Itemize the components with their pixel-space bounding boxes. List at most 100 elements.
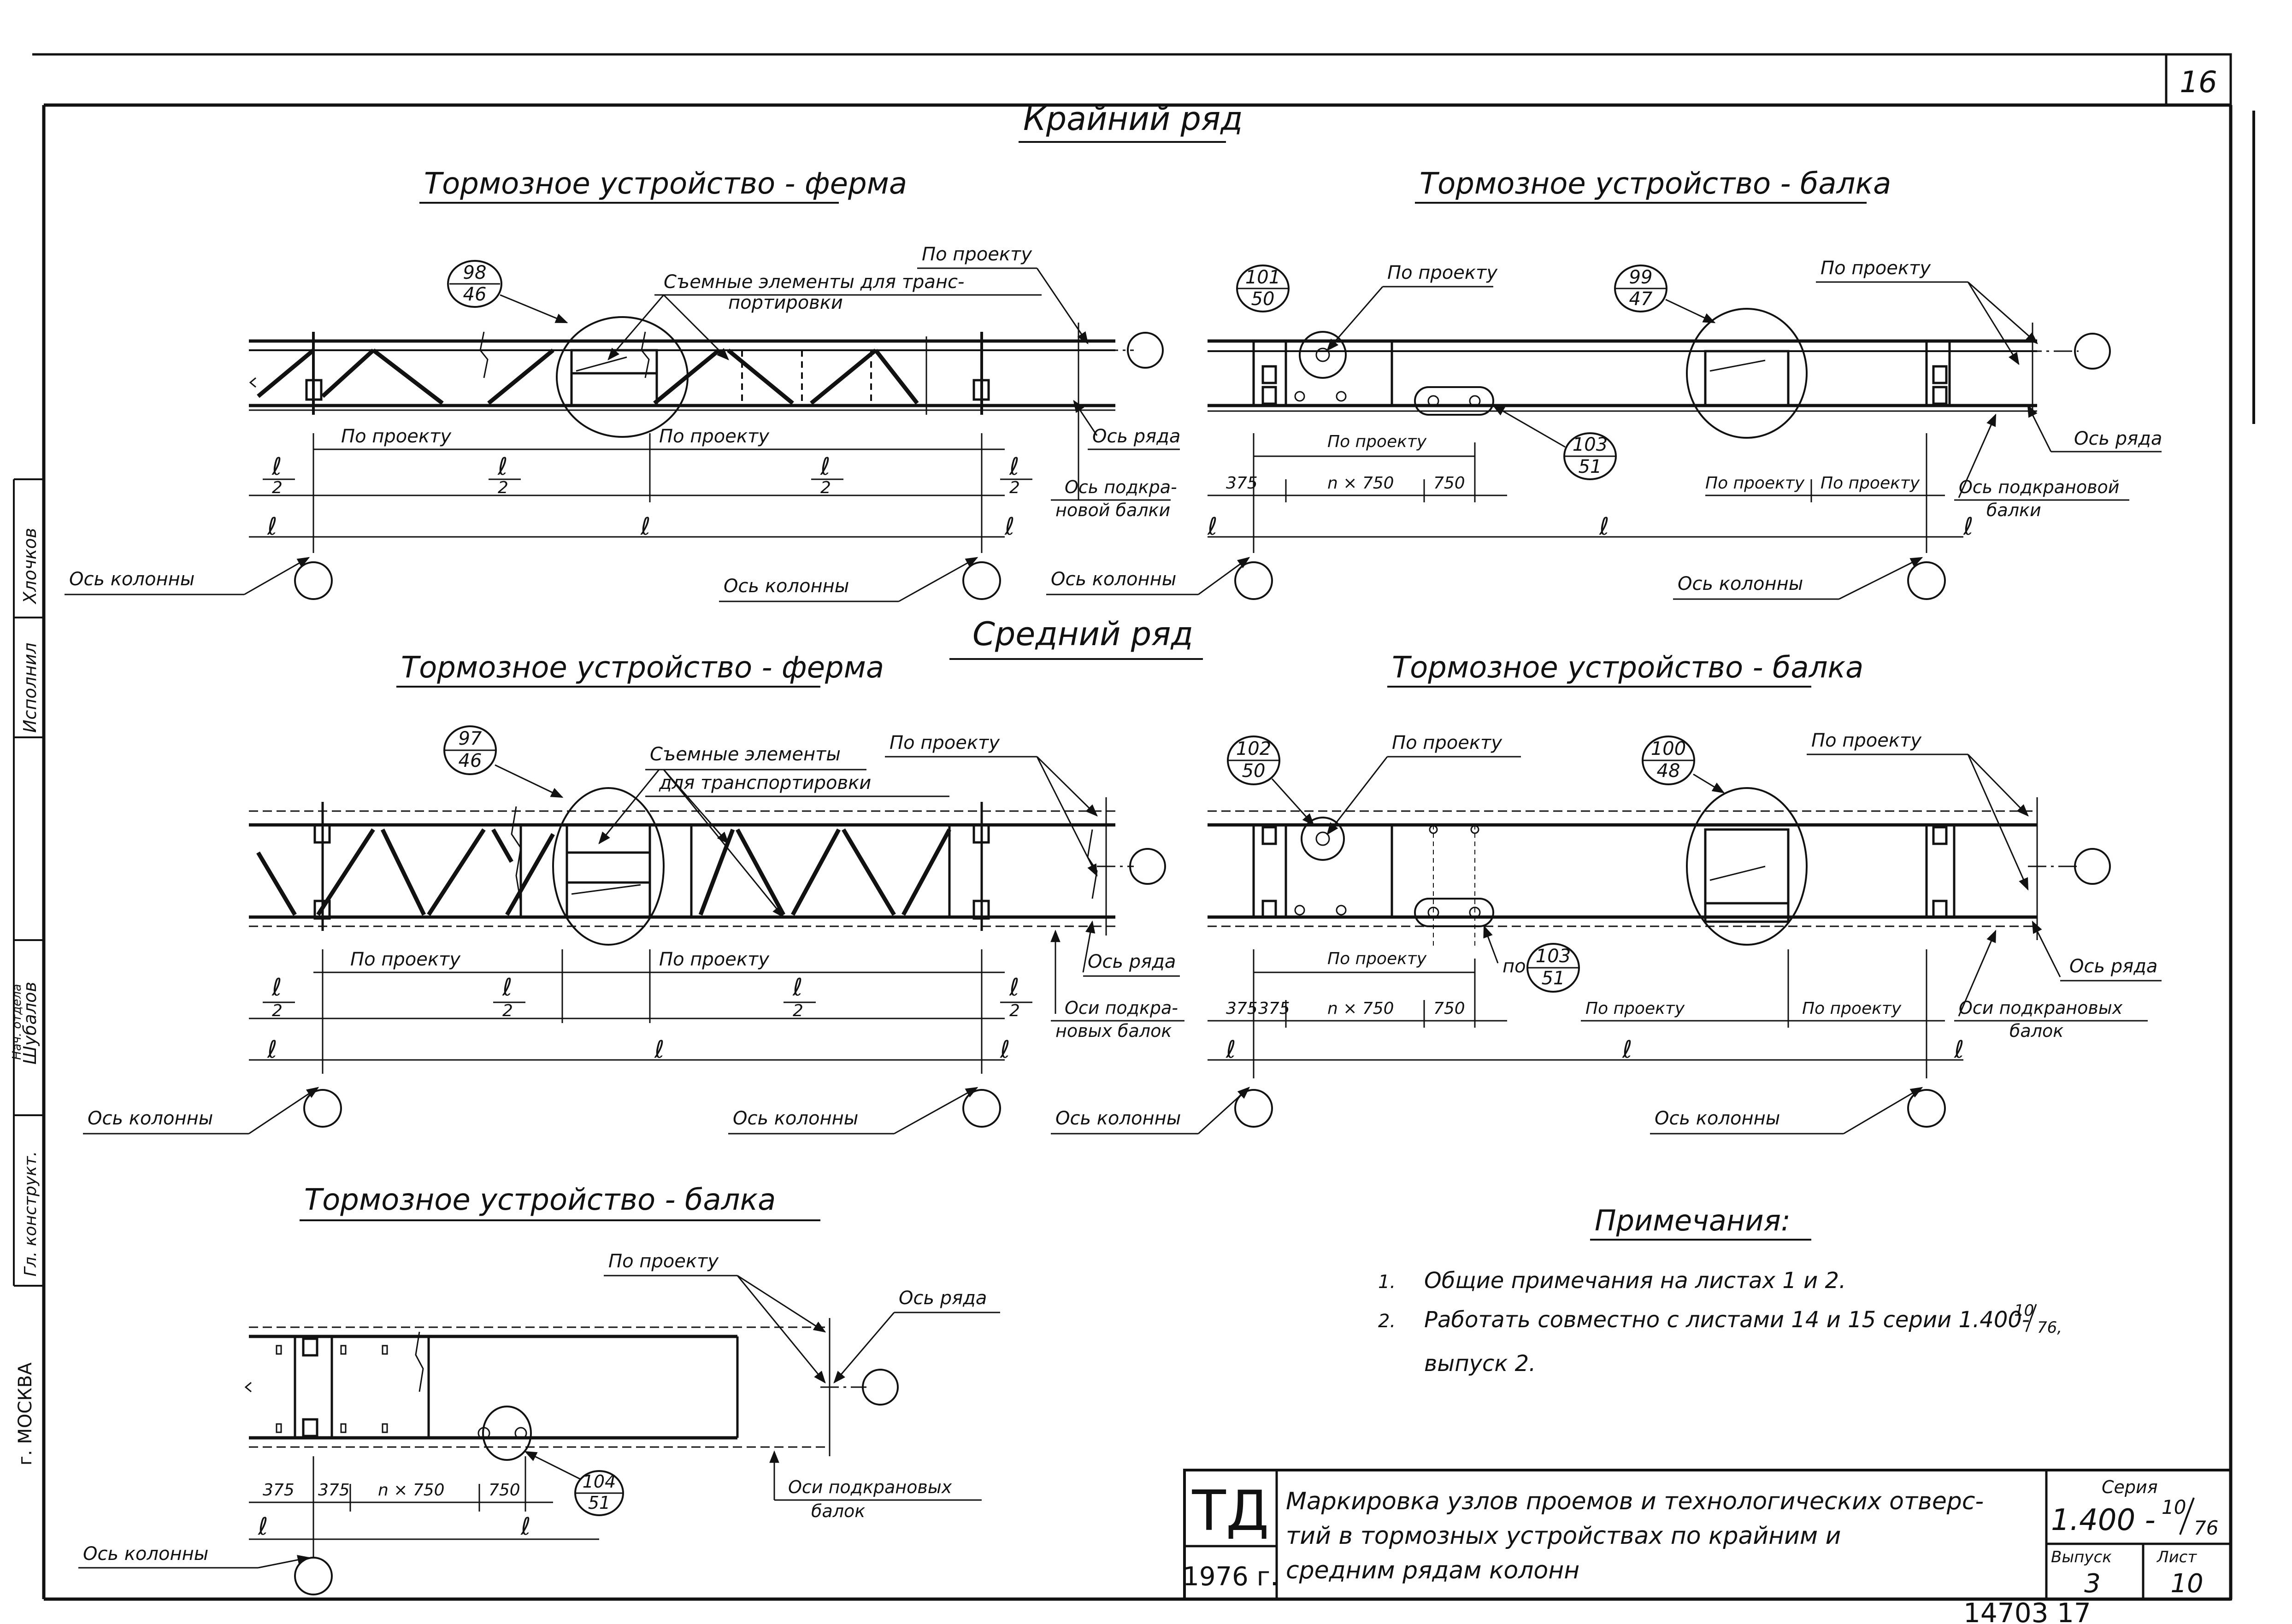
- l-3: ℓ: [1954, 1036, 1964, 1064]
- crane-axis-1: Оси подкра-: [1065, 998, 1178, 1018]
- crane-axis-2: балок: [2009, 1021, 2063, 1041]
- mark3-bottom: 51: [1542, 968, 1565, 989]
- crane-axis-1: Ось подкра-: [1065, 477, 1177, 497]
- series-main: 1.400 -: [2051, 1503, 2156, 1537]
- half-l-2: ℓ: [502, 974, 512, 1001]
- half-l-4: ℓ: [1009, 453, 1019, 481]
- half-two-2: 2: [502, 1001, 513, 1020]
- panel-title: Тормозное устройство - ферма: [401, 651, 884, 685]
- by-design-4: По проекту: [1705, 474, 1805, 493]
- sheet-value: 10: [2170, 1569, 2203, 1599]
- half-l-1: ℓ: [271, 453, 282, 481]
- dim-n750: n × 750: [378, 1481, 445, 1500]
- by-design-3: По проекту: [1327, 949, 1427, 968]
- half-l-3: ℓ: [792, 974, 802, 1001]
- sheet-frame: [32, 53, 2255, 1601]
- dim-750: 750: [1433, 474, 1465, 493]
- stamp-author: Хлочков: [20, 528, 40, 605]
- column-axis-left: Ось колонны: [88, 1108, 213, 1129]
- note-2-sup: 10: [2014, 1301, 2034, 1320]
- mark-bottom: 46: [463, 284, 487, 305]
- column-axis-left: Ось колонны: [69, 569, 194, 590]
- mark-bottom: 51: [588, 1493, 610, 1513]
- heading-outer-row: Крайний ряд: [1023, 100, 1243, 138]
- note-2-num: 2.: [1378, 1311, 1396, 1332]
- sheet-label: Лист: [2156, 1548, 2197, 1566]
- l-1: ℓ: [267, 1036, 277, 1064]
- by-design-5: По проекту: [1821, 474, 1920, 493]
- l-2: ℓ: [640, 513, 650, 541]
- year: 1976 г.: [1183, 1562, 1279, 1592]
- crane-axis-1: Оси подкрановых: [1959, 998, 2123, 1018]
- mark2-top: 100: [1651, 738, 1686, 759]
- panel-title: Тормозное устройство - балка: [1420, 167, 1891, 201]
- half-two-3: 2: [793, 1001, 803, 1020]
- dim-750: 750: [1433, 999, 1465, 1018]
- note-1-num: 1.: [1378, 1271, 1396, 1293]
- mark3-top: 103: [1573, 434, 1608, 455]
- stamp-checked: Шубалов: [20, 982, 40, 1065]
- by-design-3: По проекту: [1327, 432, 1427, 451]
- removable-text-1: Съемные элементы: [650, 744, 841, 765]
- panel-bottom-beam: Тормозное устройство - балка По проекту …: [78, 1183, 1000, 1595]
- half-two-4: 2: [1009, 478, 1020, 497]
- panel-title: Тормозное устройство - ферма: [424, 167, 907, 201]
- org-code: ТД: [1191, 1479, 1269, 1543]
- dim-n750: n × 750: [1327, 474, 1394, 493]
- panel-outer-truss: Тормозное устройство - ферма 98 46 Съемн…: [65, 167, 1180, 602]
- by-design-2: По проекту: [1821, 258, 1931, 279]
- dim-750: 750: [489, 1481, 520, 1500]
- column-axis-left: Ось колонны: [1051, 569, 1176, 590]
- note-2-cont: выпуск 2.: [1424, 1351, 1536, 1377]
- removable-text-1: Съемные элементы для транс-: [664, 271, 964, 293]
- l-1: ℓ: [1226, 1036, 1236, 1064]
- notes: Примечания: 1. Общие примечания на листа…: [1378, 1204, 2062, 1377]
- sheet-number: 16: [2180, 65, 2217, 100]
- half-two-2: 2: [498, 478, 508, 497]
- crane-axis-2: новых балок: [1055, 1021, 1172, 1041]
- by-design-5: По проекту: [1802, 999, 1902, 1018]
- half-l-2: ℓ: [497, 453, 507, 481]
- stamp-chief: Гл. конструкт.: [21, 1151, 40, 1277]
- notes-title: Примечания:: [1595, 1204, 1791, 1237]
- removable-text-2: портировки: [728, 292, 843, 313]
- l-3: ℓ: [1000, 1036, 1010, 1064]
- series-label: Серия: [2102, 1477, 2158, 1497]
- by-design-2: По проекту: [1811, 730, 1922, 751]
- l-2: ℓ: [1599, 513, 1609, 541]
- panel-outer-beam: Тормозное устройство - балка 101 50 99 4…: [1046, 167, 2162, 600]
- note-1: Общие примечания на листах 1 и 2.: [1424, 1268, 1846, 1294]
- column-axis-right: Ось колонны: [724, 576, 849, 597]
- half-two-3: 2: [820, 478, 831, 497]
- l-1: ℓ: [1207, 513, 1217, 541]
- dim-375b: 375: [1258, 999, 1290, 1018]
- title-block: ТД 1976 г. Маркировка узлов проемов и те…: [1183, 1469, 2232, 1600]
- panel-title: Тормозное устройство - балка: [1392, 651, 1863, 685]
- dim-n750: n × 750: [1327, 999, 1394, 1018]
- series-sub: 76: [2194, 1517, 2218, 1539]
- half-two-4: 2: [1009, 1001, 1020, 1020]
- description-3: средним рядам колонн: [1286, 1557, 1579, 1584]
- mark-top: 98: [463, 262, 487, 283]
- row-axis: Ось ряда: [2069, 956, 2157, 977]
- stamp-extra: Нач. отдела: [10, 984, 24, 1060]
- panel-title: Тормозное устройство - балка: [304, 1183, 776, 1217]
- mark2-top: 99: [1629, 267, 1653, 288]
- column-axis-right: Ось колонны: [733, 1108, 858, 1129]
- column-axis-right: Ось колонны: [1655, 1108, 1780, 1129]
- mark2-bottom: 47: [1629, 288, 1653, 310]
- note-2-sub: 76,: [2037, 1318, 2062, 1337]
- by-design-2: По проекту: [659, 426, 770, 447]
- description-2: тий в тормозных устройствах по крайним и: [1286, 1522, 1841, 1550]
- panel-middle-truss: Тормозное устройство - ферма 97 46 Съемн…: [83, 651, 1184, 1135]
- mark1-bottom: 50: [1242, 760, 1266, 782]
- mark1-top: 102: [1236, 738, 1271, 759]
- crane-axis-1: Оси подкрановых: [788, 1477, 952, 1497]
- note-2: Работать совместно с листами 14 и 15 сер…: [1424, 1307, 2030, 1333]
- l-2: ℓ: [654, 1036, 664, 1064]
- truss-diagonals: [257, 348, 919, 405]
- column-axis-left: Ось колонны: [1055, 1108, 1181, 1129]
- issue-label: Выпуск: [2051, 1548, 2112, 1566]
- crane-axis-1: Ось подкрановой: [1959, 477, 2119, 497]
